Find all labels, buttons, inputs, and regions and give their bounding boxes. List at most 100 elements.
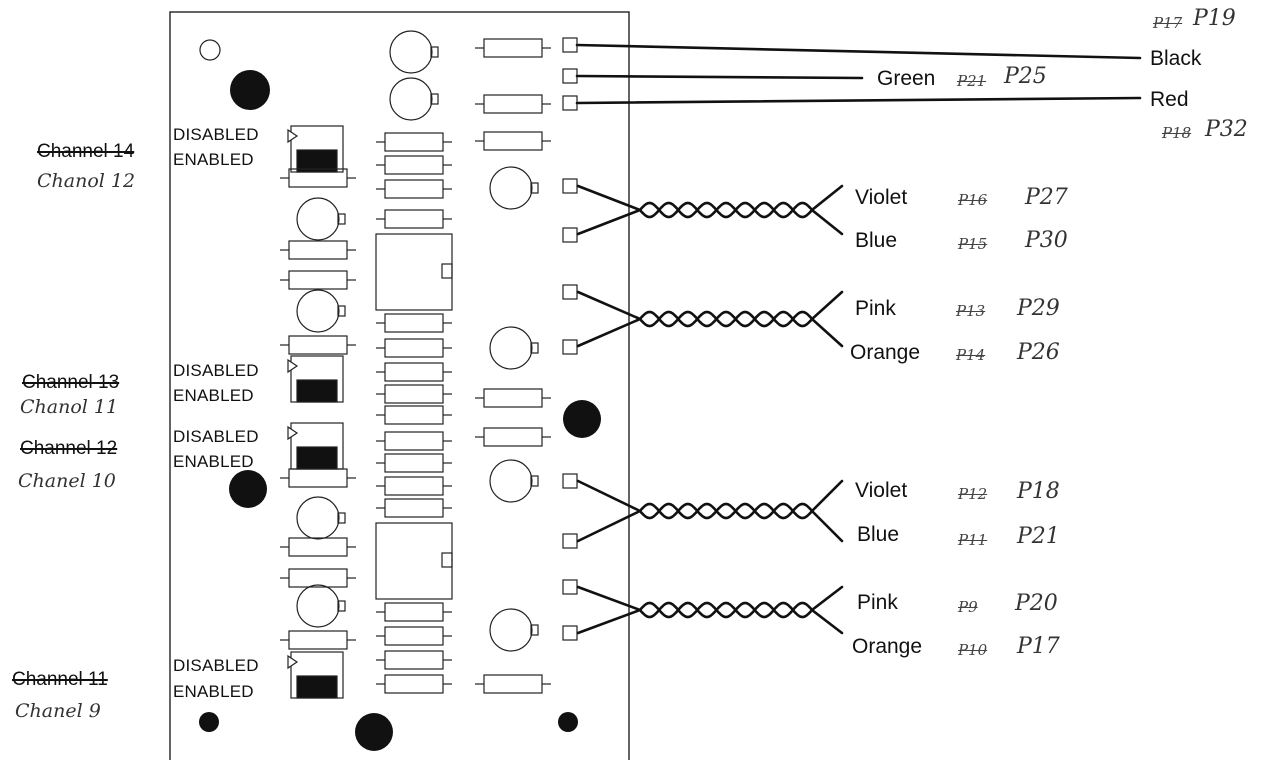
pin-label-old: P14	[956, 346, 986, 364]
switch-12-disabled-label: DISABLED	[173, 427, 259, 446]
connector-pad	[562, 178, 578, 194]
ic-notch	[441, 552, 453, 568]
capacitor	[489, 608, 533, 652]
pin-label-new: P17	[1017, 634, 1060, 659]
resistor	[384, 313, 444, 333]
capacitor	[296, 289, 340, 333]
resistor	[483, 131, 543, 151]
ic-notch	[441, 263, 453, 279]
capacitor-tab	[530, 342, 539, 354]
pin-label-old: P11	[958, 531, 988, 549]
resistor	[384, 453, 444, 473]
connector-pad	[562, 339, 578, 355]
twisted-pair-violet-blue-a	[576, 184, 844, 219]
capacitor-tab	[337, 600, 346, 612]
capacitor	[296, 584, 340, 628]
channel-label-new: Chanol 12	[37, 170, 136, 192]
resistor	[288, 537, 348, 557]
wire-label-pink: Pink	[857, 591, 898, 614]
pin-label-new: P19	[1193, 6, 1236, 31]
channel-label-old: Channel 12	[20, 438, 118, 459]
resistor	[384, 155, 444, 175]
pin-label-old: P17	[1153, 14, 1183, 32]
capacitor	[489, 166, 533, 210]
pin-label-new: P18	[1017, 479, 1060, 504]
pin-label-old: P12	[958, 485, 988, 503]
mounting-holes	[199, 70, 601, 751]
resistor	[384, 476, 444, 496]
capacitor	[296, 496, 340, 540]
switch-12-enabled-label: ENABLED	[173, 452, 254, 471]
resistor	[288, 630, 348, 650]
dip-switch-arrow	[287, 654, 299, 670]
capacitor	[296, 197, 340, 241]
capacitor	[389, 77, 433, 121]
pin-label-new: P26	[1017, 340, 1060, 365]
test-point	[199, 39, 221, 61]
capacitor-tab	[430, 46, 439, 58]
capacitor	[389, 30, 433, 74]
capacitor-tab	[337, 305, 346, 317]
switch-13-enabled-label: ENABLED	[173, 386, 254, 405]
capacitor-tab	[337, 213, 346, 225]
pin-label-old: P21	[957, 72, 987, 90]
wire-lines	[575, 43, 1142, 635]
resistor	[384, 209, 444, 229]
wire-label-green: Green	[877, 67, 936, 90]
channel-label-new: Chanol 11	[20, 396, 119, 418]
connector-pad	[562, 95, 578, 111]
switch-11-disabled-label: DISABLED	[173, 656, 259, 675]
dip-switch-lever	[296, 149, 338, 173]
twisted-pair-pink-orange-b	[576, 310, 844, 348]
wire-label-violet: Violet	[855, 186, 908, 209]
channel-label-new: Chanel 9	[15, 700, 101, 722]
wire-label-orange: Orange	[850, 341, 921, 364]
ic-chip	[375, 522, 453, 600]
twisted-pair-pink-orange-2-b	[576, 601, 844, 635]
mounting-hole	[230, 70, 270, 110]
pin-label-old: P15	[958, 235, 988, 253]
switch-13-disabled-label: DISABLED	[173, 361, 259, 380]
resistor	[288, 240, 348, 260]
resistor	[384, 626, 444, 646]
capacitor	[489, 459, 533, 503]
connector-pad	[562, 579, 578, 595]
dip-switch-arrow	[287, 425, 299, 441]
resistor	[384, 338, 444, 358]
channel-label-old: Channel 11	[12, 669, 108, 690]
resistor	[384, 650, 444, 670]
connector-pad	[562, 625, 578, 641]
resistor	[384, 674, 444, 694]
resistor	[384, 498, 444, 518]
capacitor-tab	[430, 93, 439, 105]
mounting-hole	[563, 400, 601, 438]
dip-switch-arrow	[287, 128, 299, 144]
mounting-hole	[199, 712, 219, 732]
wire-label-blue: Blue	[857, 523, 900, 546]
capacitor	[489, 326, 533, 370]
resistor	[384, 602, 444, 622]
wire-label-pink: Pink	[855, 297, 896, 320]
wire-label-black: Black	[1150, 47, 1202, 70]
capacitor-tab	[530, 182, 539, 194]
pin-label-new: P30	[1025, 228, 1068, 253]
switch-14-enabled-label: ENABLED	[173, 150, 254, 169]
channel-label-old: Channel 14	[37, 141, 135, 162]
resistor	[483, 388, 543, 408]
dip-switch-lever	[296, 675, 338, 699]
resistor	[483, 38, 543, 58]
resistor	[384, 362, 444, 382]
board-components	[199, 30, 578, 699]
resistor	[288, 568, 348, 588]
resistor	[288, 270, 348, 290]
switch-11-enabled-label: ENABLED	[173, 682, 254, 701]
pin-label-old: P18	[1162, 124, 1192, 142]
wire-label-blue: Blue	[855, 229, 898, 252]
twisted-pair-pink-orange-a	[576, 290, 844, 328]
switch-14-disabled-label: DISABLED	[173, 125, 259, 144]
capacitor-tab	[530, 475, 539, 487]
mounting-hole	[558, 712, 578, 732]
connector-pad	[562, 68, 578, 84]
pin-label-old: P9	[958, 598, 978, 616]
